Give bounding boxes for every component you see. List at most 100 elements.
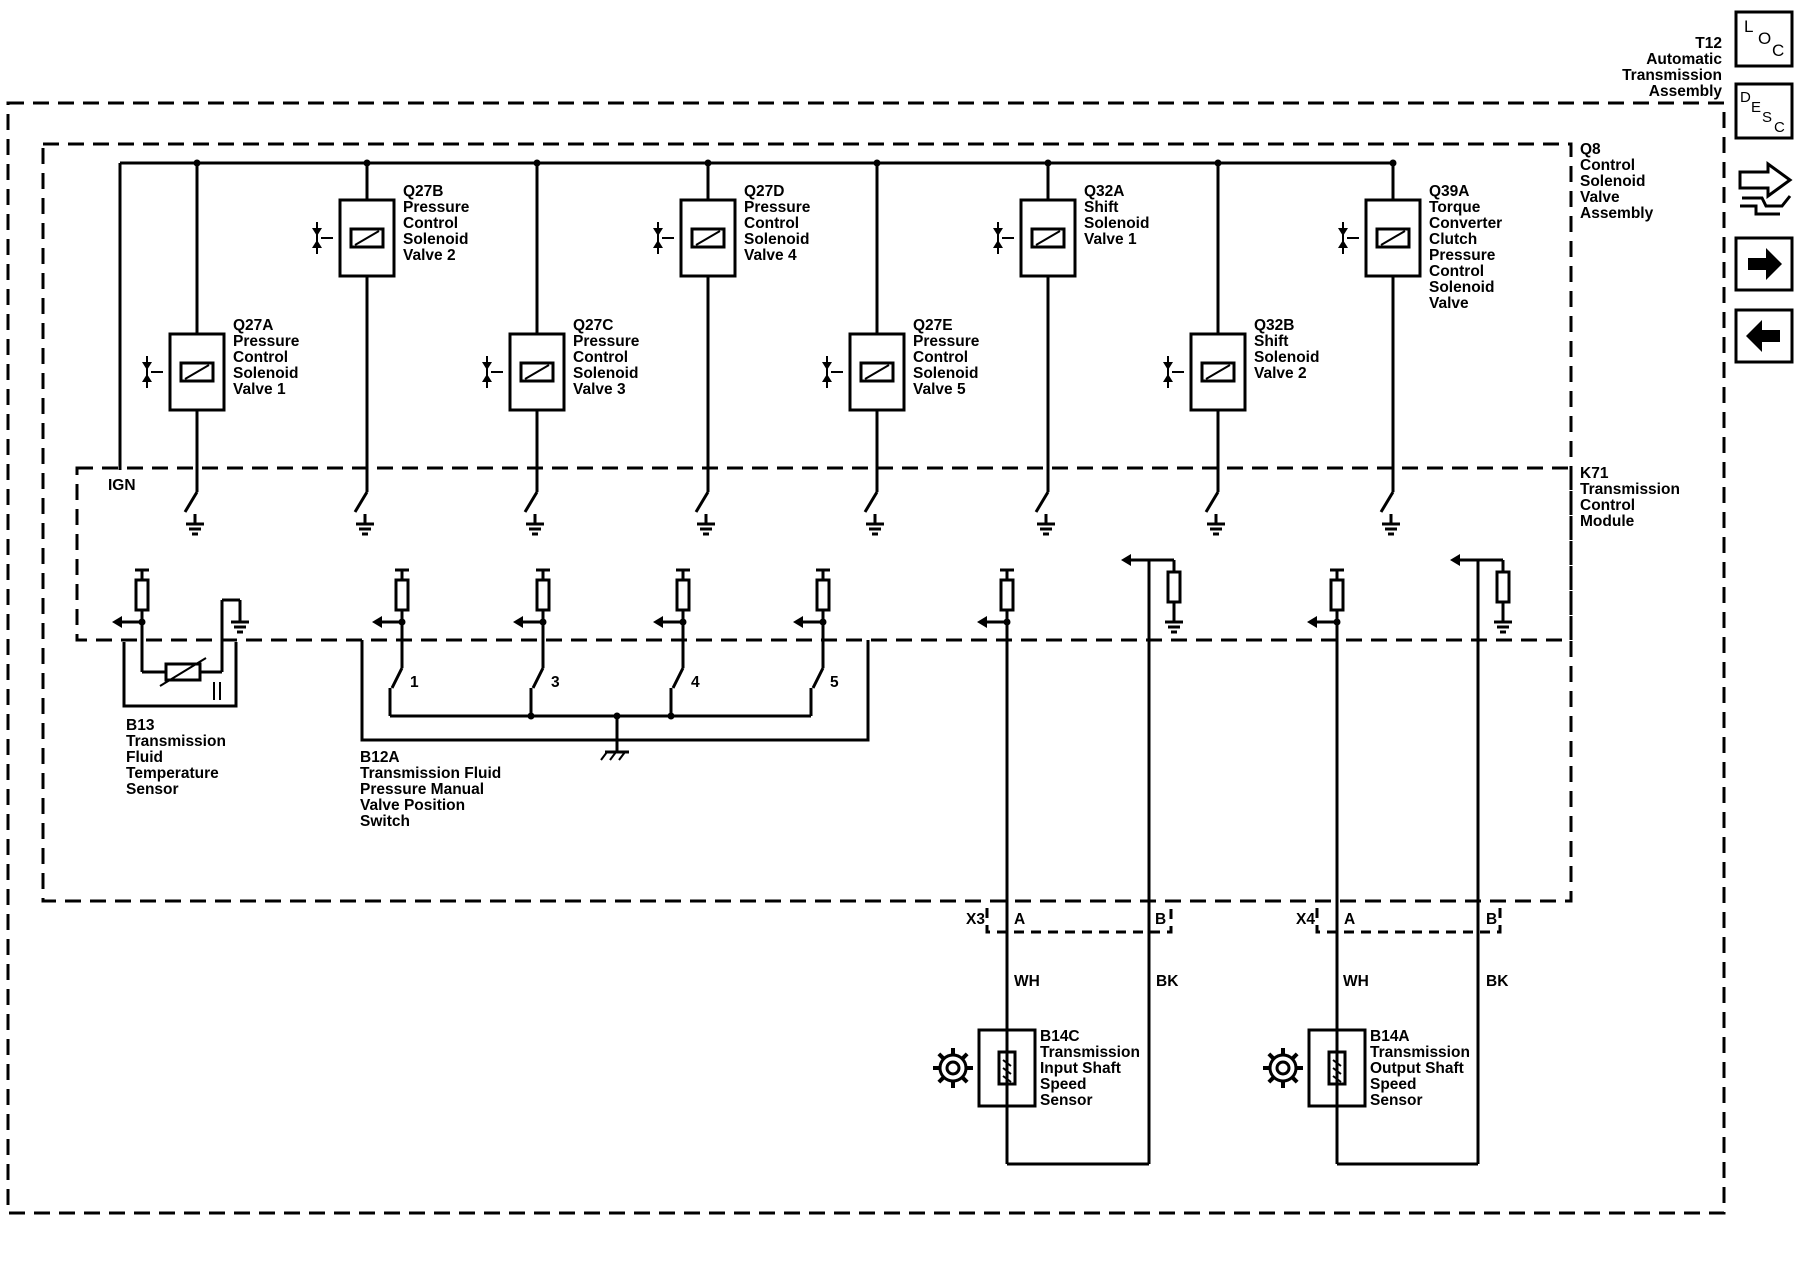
resistor-icon (1166, 570, 1182, 604)
gear-tooth (1267, 1052, 1276, 1061)
chassis-ground-tick (600, 751, 608, 761)
location-button[interactable]: L O C (1734, 10, 1794, 68)
q8-line-4: Assembly (1580, 205, 1654, 222)
solenoid-label-q27c-3: Solenoid (573, 365, 638, 382)
pressure-symbol-arrow (312, 228, 322, 236)
splice-dot (667, 712, 675, 720)
pressure-symbol-arrow (312, 240, 322, 248)
solenoid-label-q27c-4: Valve 3 (573, 381, 626, 398)
pressure-symbol-arrow (822, 374, 832, 382)
coil-slash (864, 364, 890, 380)
solenoid-label-q27a-3: Solenoid (233, 365, 298, 382)
switch-contact-blade (390, 667, 404, 689)
solenoid-label-q27d-3: Solenoid (744, 231, 809, 248)
coil-icon (519, 361, 555, 383)
speed-return-arrow-head (1121, 554, 1131, 566)
solenoid-label-q27e-4: Valve 5 (913, 381, 966, 398)
bus-splice-dot (193, 159, 201, 167)
q8-ref: Q8 (1580, 141, 1601, 158)
coil-icon (997, 1050, 1017, 1086)
b12a-pressure-switch (360, 568, 870, 761)
solenoid-circuit-7 (1163, 159, 1247, 536)
pressure-symbol-arrow (653, 228, 663, 236)
b14c-line-4: Sensor (1040, 1092, 1093, 1109)
gear-icon (1268, 1053, 1298, 1083)
b12a-line-4: Switch (360, 813, 410, 830)
signal-arrow-head (653, 616, 663, 628)
gear-tooth (1267, 1075, 1276, 1084)
solenoid-label-q27a-1: Pressure (233, 333, 300, 350)
pressure-symbol-arrow (653, 240, 663, 248)
b13-line-2: Fluid (126, 749, 163, 766)
solenoid-circuit-8 (1338, 159, 1422, 536)
pressure-symbol-arrow (482, 374, 492, 382)
solenoid-label-q27e-1: Pressure (913, 333, 980, 350)
solenoid-label-q27e-3: Solenoid (913, 365, 978, 382)
coil-icon (690, 227, 726, 249)
solenoid-label-q27e-2: Control (913, 349, 968, 366)
b13-line-1: Transmission (126, 733, 226, 750)
b14a-line-3: Speed (1370, 1076, 1417, 1093)
coil-wind (1002, 1075, 1012, 1083)
bus-splice-dot (1214, 159, 1222, 167)
bus-splice-dot (533, 159, 541, 167)
driver-switch-blade (1034, 491, 1050, 513)
gear-icon (938, 1053, 968, 1083)
previous-page-arrow-icon (1746, 320, 1780, 352)
solenoid-label-q32a-3: Valve 1 (1084, 231, 1137, 248)
signal-arrow-head (977, 616, 987, 628)
solenoid-label-q27b-0: Q27B (403, 183, 444, 200)
signal-arrow-head (1307, 616, 1317, 628)
coil-slash (184, 364, 210, 380)
q8-valve-assembly-boundary (41, 142, 1573, 903)
solenoid-label-q39a-3: Clutch (1429, 231, 1477, 248)
pressure-symbol-arrow (1163, 362, 1173, 370)
wire-color-wh-2: WH (1343, 973, 1369, 990)
speed-sensor-pullup (977, 568, 1015, 628)
resistor-icon (815, 578, 831, 612)
next-page-arrow-icon (1748, 248, 1782, 280)
t12-line-2: Transmission (1622, 67, 1722, 84)
solenoid-label-q27b-2: Control (403, 215, 458, 232)
resistor-icon (394, 578, 410, 612)
wire-color-wh-1: WH (1014, 973, 1040, 990)
t12-line-3: Assembly (1649, 83, 1723, 100)
gear-tooth (1290, 1052, 1299, 1061)
wire-color-bk-1: BK (1156, 973, 1179, 990)
resistor-icon (675, 578, 691, 612)
driver-switch-blade (863, 491, 879, 513)
k71-line-2: Control (1580, 497, 1635, 514)
speed-sensor-body (1307, 1028, 1367, 1108)
solenoid-circuit-3 (482, 159, 566, 536)
solenoid-label-q39a-7: Valve (1429, 295, 1469, 312)
description-button[interactable]: D E S C (1734, 82, 1794, 140)
next-page-button[interactable] (1734, 236, 1794, 292)
k71-line-1: Transmission (1580, 481, 1680, 498)
gear-tooth (960, 1075, 969, 1084)
bus-splice-dot (363, 159, 371, 167)
solenoid-label-q39a-0: Q39A (1429, 183, 1470, 200)
resistor-icon (1495, 570, 1511, 604)
desc-letter-d: D (1740, 89, 1751, 106)
coil-slash (354, 230, 380, 246)
coil-wind (1332, 1059, 1342, 1067)
solenoid-label-q27d-2: Control (744, 215, 799, 232)
resistor-icon (134, 578, 150, 612)
coil-icon (1327, 1050, 1347, 1086)
solenoid-label-q27a-0: Q27A (233, 317, 274, 334)
thermistor-slash (159, 657, 207, 687)
b14a-line-2: Output Shaft (1370, 1060, 1464, 1077)
b12a-switch-enclosure (360, 640, 870, 742)
switch-contact-blade (531, 667, 545, 689)
driver-switch-blade (1379, 491, 1395, 513)
connector-end-view-icon[interactable] (1738, 161, 1793, 216)
speed-sensor-pullup (1307, 568, 1345, 628)
x3-pin-b: B (1155, 911, 1166, 928)
previous-page-button[interactable] (1734, 308, 1794, 364)
b13-line-4: Sensor (126, 781, 179, 798)
q8-line-3: Valve (1580, 189, 1620, 206)
gear-tooth (1290, 1075, 1299, 1084)
pressure-symbol-arrow (1338, 240, 1348, 248)
pressure-symbol-arrow (993, 228, 1003, 236)
pressure-symbol-arrow (822, 362, 832, 370)
